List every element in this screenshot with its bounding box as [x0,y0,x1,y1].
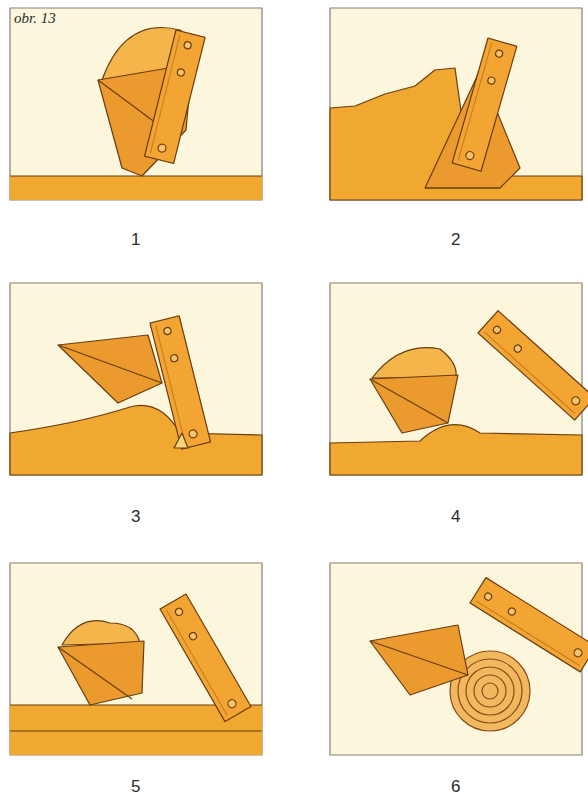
panel [10,283,262,475]
panel [330,563,588,755]
panel-number: 1 [131,230,140,250]
panel-number: 2 [451,230,460,250]
panel-number: 4 [451,507,460,527]
panel [330,283,588,475]
panel-number: 6 [451,777,460,797]
figure-label: obr. 13 [12,10,58,27]
panel-number: 5 [131,777,140,797]
panel [10,563,262,755]
panel-number: 3 [131,507,140,527]
panel [330,8,582,200]
panel [10,8,262,200]
